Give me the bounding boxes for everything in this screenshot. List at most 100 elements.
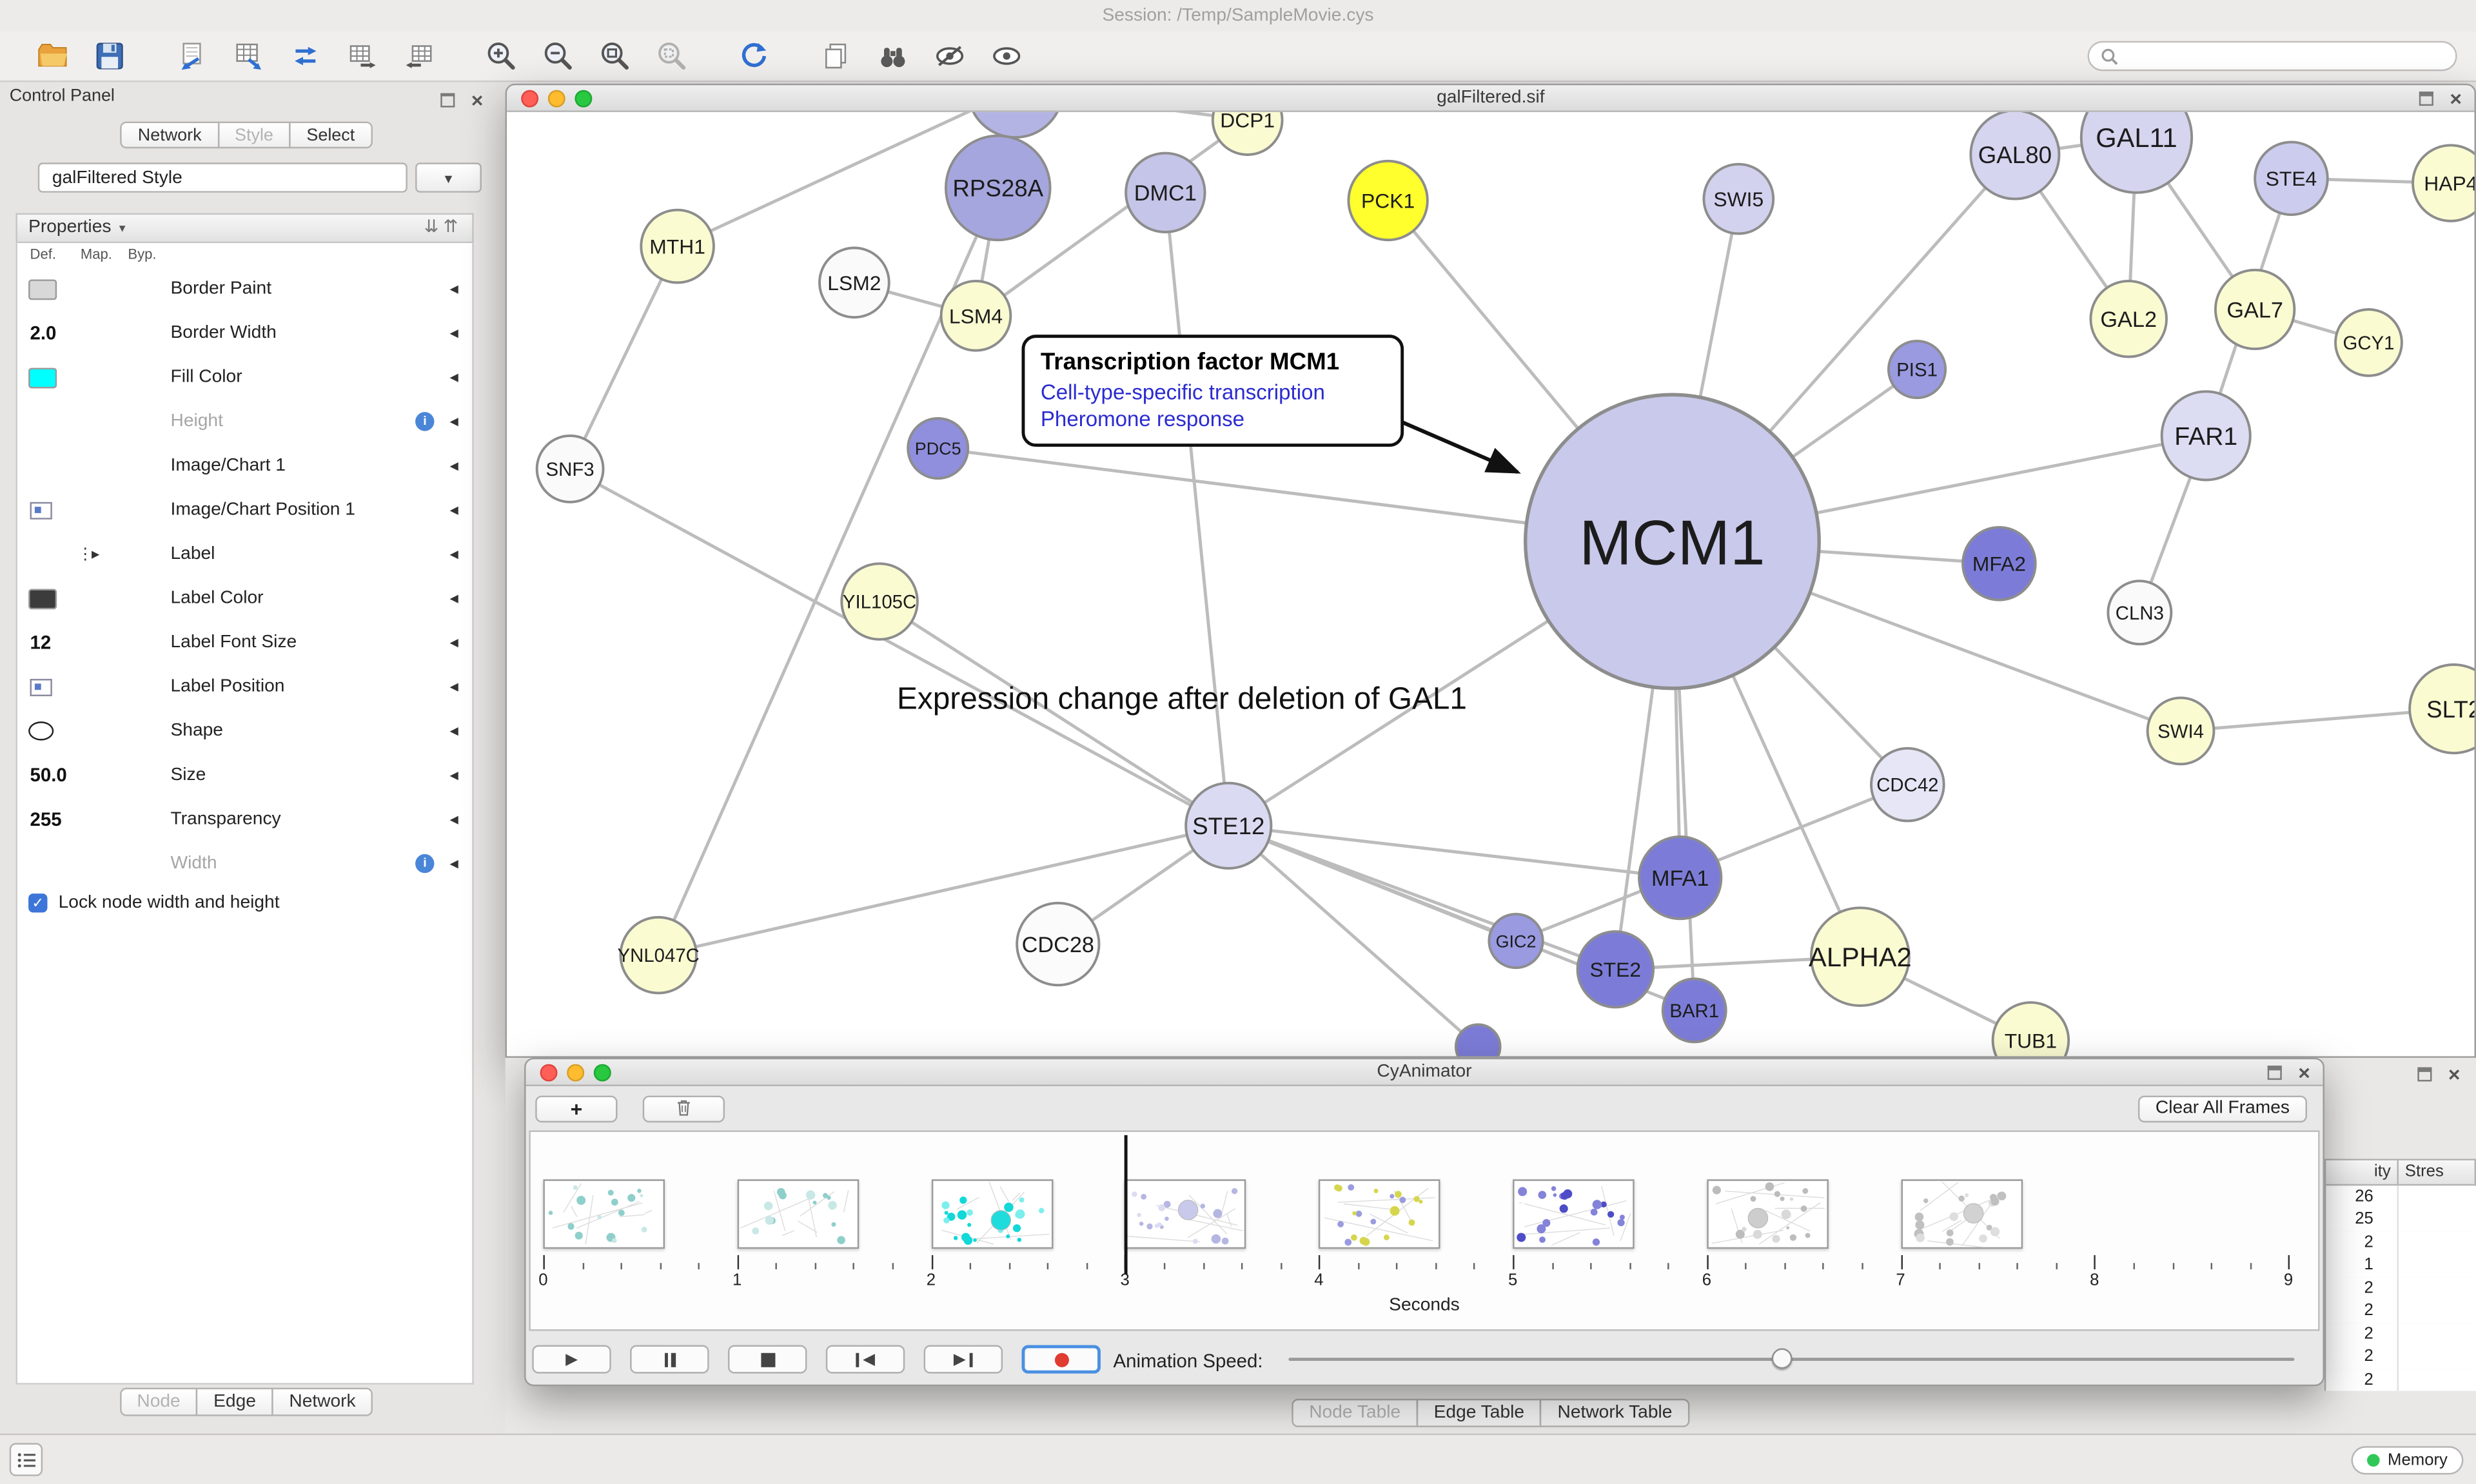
- frame-thumbnail-7[interactable]: [1900, 1179, 2023, 1249]
- network-node-CDC42[interactable]: [1870, 747, 1945, 823]
- zoom-in-button[interactable]: [480, 35, 521, 77]
- maximize-traffic-light[interactable]: [593, 1063, 611, 1081]
- frame-thumbnail-3[interactable]: [1125, 1179, 1247, 1249]
- control-panel-tabs-select[interactable]: Select: [289, 121, 373, 149]
- control-panel-tabs-style[interactable]: Style: [217, 121, 291, 149]
- network-node-PIS1[interactable]: [1887, 340, 1947, 400]
- style-selector[interactable]: galFiltered Style: [37, 162, 408, 193]
- lock-checkbox[interactable]: ✓: [28, 893, 48, 913]
- network-node-NODE_B[interactable]: [1455, 1023, 1502, 1057]
- expand-property-icon[interactable]: ◄: [447, 369, 462, 386]
- expand-property-icon[interactable]: ◄: [447, 325, 462, 341]
- table-row[interactable]: 1: [2326, 1254, 2476, 1277]
- network-node-FAR1[interactable]: [2160, 390, 2252, 482]
- table-column-stress[interactable]: Stres: [2399, 1158, 2476, 1186]
- expand-property-icon[interactable]: ◄: [447, 811, 462, 828]
- network-node-SNF3[interactable]: [535, 434, 605, 503]
- export-network-button[interactable]: [284, 35, 326, 77]
- network-edge[interactable]: [1227, 824, 1479, 1048]
- record-button[interactable]: [1021, 1345, 1101, 1374]
- expand-property-icon[interactable]: ◄: [447, 679, 462, 695]
- network-node-YNL047C[interactable]: [619, 915, 698, 995]
- network-node-SWI4[interactable]: [2146, 696, 2216, 766]
- network-edge[interactable]: [975, 119, 1249, 317]
- style-property-label-position[interactable]: Label Position◄: [17, 665, 472, 709]
- network-node-MFA2[interactable]: [1961, 526, 2037, 601]
- expand-property-icon[interactable]: ◄: [447, 413, 462, 430]
- table-panel-tabs-node-table[interactable]: Node Table: [1292, 1398, 1419, 1427]
- table-panel-tabs-network-table[interactable]: Network Table: [1540, 1398, 1690, 1427]
- network-node-TUB1[interactable]: [1991, 1001, 2070, 1057]
- table-row[interactable]: 2: [2326, 1231, 2476, 1255]
- table-row[interactable]: 2: [2326, 1368, 2476, 1391]
- expand-property-icon[interactable]: ◄: [447, 502, 462, 518]
- mcm1-annotation[interactable]: Transcription factor MCM1 Cell-type-spec…: [1021, 335, 1404, 447]
- expand-property-icon[interactable]: ◄: [447, 590, 462, 607]
- frame-thumbnail-6[interactable]: [1706, 1179, 1829, 1249]
- hide-selected-button[interactable]: [928, 35, 970, 77]
- collapse-all-icon[interactable]: ⇊: [424, 217, 444, 237]
- pause-button[interactable]: [630, 1345, 709, 1374]
- network-node-GIC2[interactable]: [1488, 913, 1544, 970]
- network-node-GCY1[interactable]: [2334, 308, 2403, 377]
- default-swatch[interactable]: [28, 588, 57, 609]
- show-panels-button[interactable]: [9, 1443, 43, 1476]
- network-node-MCM1[interactable]: [1524, 393, 1821, 690]
- clear-all-frames-button[interactable]: Clear All Frames: [2137, 1095, 2307, 1122]
- minimize-traffic-light[interactable]: [567, 1063, 585, 1081]
- network-node-BAR1[interactable]: [1661, 977, 1727, 1044]
- close-view-icon[interactable]: ×: [2450, 86, 2462, 111]
- refresh-layout-button[interactable]: [732, 35, 774, 77]
- import-network-button[interactable]: [170, 35, 211, 77]
- zoom-fit-button[interactable]: [594, 35, 635, 77]
- search-box[interactable]: [2087, 41, 2457, 72]
- network-node-GAL11[interactable]: [2079, 112, 2194, 194]
- frame-thumbnail-0[interactable]: [543, 1179, 665, 1249]
- style-property-border-paint[interactable]: Border Paint◄: [17, 267, 472, 311]
- network-edge[interactable]: [658, 824, 1229, 957]
- float-animator-icon[interactable]: [2268, 1066, 2283, 1080]
- expand-property-icon[interactable]: ◄: [447, 723, 462, 739]
- find-button[interactable]: [872, 35, 913, 77]
- frame-thumbnail-5[interactable]: [1513, 1179, 1635, 1249]
- table-row[interactable]: 2: [2326, 1276, 2476, 1300]
- zoom-out-button[interactable]: [537, 35, 578, 77]
- close-table-icon[interactable]: ×: [2448, 1062, 2461, 1086]
- style-property-image-chart-1[interactable]: Image/Chart 1◄: [17, 444, 472, 488]
- expand-property-icon[interactable]: ◄: [447, 280, 462, 297]
- zoom-selected-button[interactable]: [651, 35, 692, 77]
- style-property-shape[interactable]: Shape◄: [17, 709, 472, 754]
- close-traffic-light[interactable]: [540, 1063, 558, 1081]
- float-table-icon[interactable]: [2418, 1067, 2433, 1082]
- network-edge[interactable]: [568, 245, 679, 470]
- float-view-icon[interactable]: [2419, 92, 2434, 106]
- network-node-RPS28A[interactable]: [944, 134, 1052, 242]
- frame-thumbnail-1[interactable]: [737, 1179, 859, 1249]
- delete-frame-button[interactable]: [642, 1095, 725, 1122]
- annotation-link-2[interactable]: Pheromone response: [1040, 407, 1245, 431]
- expand-property-icon[interactable]: ◄: [447, 546, 462, 562]
- network-node-LSM2[interactable]: [818, 246, 890, 319]
- network-node-STE12[interactable]: [1184, 781, 1273, 870]
- save-session-button[interactable]: [88, 35, 130, 77]
- expand-property-icon[interactable]: ◄: [447, 458, 462, 474]
- network-node-MTH1[interactable]: [640, 208, 715, 284]
- network-edge[interactable]: [1228, 824, 1680, 880]
- memory-button[interactable]: Memory: [2351, 1446, 2464, 1475]
- export-table-button[interactable]: [341, 35, 382, 77]
- expand-property-icon[interactable]: ◄: [447, 767, 462, 783]
- network-node-DCP1[interactable]: [1211, 112, 1284, 156]
- copy-annotation-button[interactable]: [815, 35, 856, 77]
- network-node-PDC5[interactable]: [907, 417, 970, 480]
- expand-all-icon[interactable]: ⇈: [443, 217, 463, 237]
- table-row[interactable]: 2: [2326, 1322, 2476, 1345]
- playhead[interactable]: [1125, 1135, 1128, 1274]
- network-node-CLN3[interactable]: [2107, 580, 2173, 646]
